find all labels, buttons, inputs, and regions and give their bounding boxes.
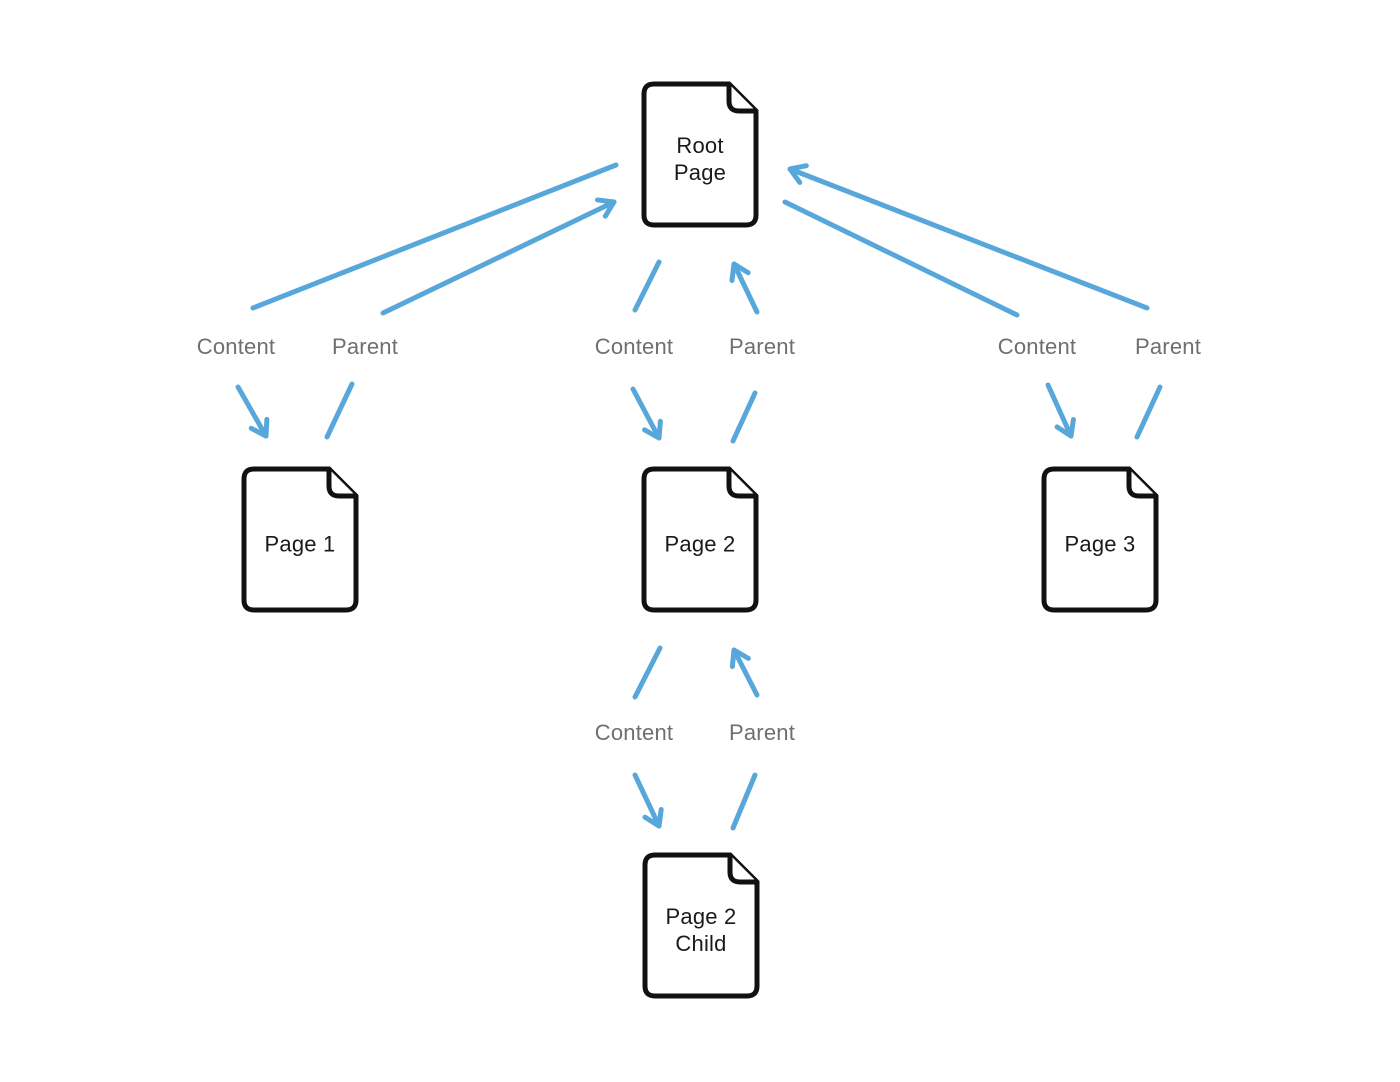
parent-edge-page1-root-lower (324, 381, 355, 440)
content-edge-page2-child-upper (632, 645, 663, 700)
parent-edge-child-page2-lower (730, 772, 758, 831)
content-edge-root-page2-upper (632, 259, 662, 313)
node-label: Page 2 Child (665, 903, 737, 956)
content-edge-root-page3-arrow (1045, 382, 1076, 439)
node-label: Page 1 (264, 531, 336, 556)
parent-edge-page2-root-arrow (729, 261, 760, 315)
edge-label-parent: Parent (331, 334, 399, 359)
document-icon (641, 466, 759, 613)
parent-edge-page3-root-lower (1134, 384, 1163, 440)
node-root-page: Root Page (641, 81, 759, 228)
document-icon (641, 81, 759, 228)
node-label: Page 2 (664, 531, 736, 556)
node-page-3: Page 3 (1041, 466, 1159, 613)
edge-label-parent: Parent (1134, 334, 1202, 359)
document-icon (642, 852, 760, 999)
content-edge-root-page2-arrow (630, 386, 663, 441)
content-edge-root-page1-arrow (235, 384, 270, 439)
edge-label-content: Content (196, 334, 276, 359)
edge-label-content: Content (594, 720, 674, 745)
document-icon (1041, 466, 1159, 613)
node-page-1: Page 1 (241, 466, 359, 613)
parent-edge-page1-root-arrow (380, 197, 617, 316)
edge-label-content: Content (594, 334, 674, 359)
parent-edge-child-page2-arrow (729, 647, 760, 698)
content-edge-root-page3-upper (782, 199, 1020, 318)
edge-label-content: Content (997, 334, 1077, 359)
edge-label-parent: Parent (728, 720, 796, 745)
node-label: Page 3 (1064, 531, 1136, 556)
content-edge-page2-child-arrow (632, 772, 664, 829)
parent-edge-page2-root-lower (730, 390, 758, 444)
edge-label-parent: Parent (728, 334, 796, 359)
node-page-2-child: Page 2 Child (642, 852, 760, 999)
parent-edge-page3-root-arrow (787, 163, 1150, 311)
content-edge-root-page1-upper (250, 162, 619, 311)
node-label: Root Page (673, 132, 727, 185)
node-page-2: Page 2 (641, 466, 759, 613)
document-icon (241, 466, 359, 613)
